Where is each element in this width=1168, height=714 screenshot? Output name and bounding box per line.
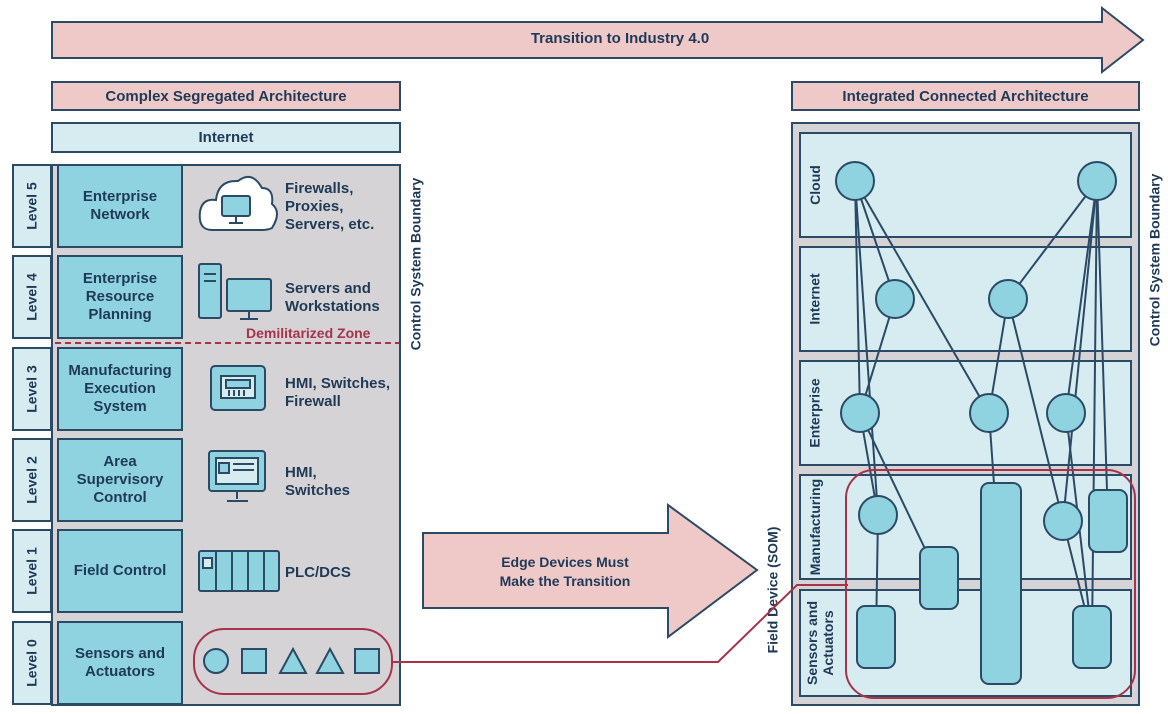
level-4-badge: Level 4 — [12, 255, 52, 339]
manufacturing-node-1 — [858, 495, 898, 535]
hmi-monitor-icon — [208, 450, 266, 502]
field-device-highlight — [845, 469, 1136, 699]
level-5-name: Enterprise Network — [57, 164, 183, 248]
level-2-name: Area Supervisory Control — [57, 438, 183, 522]
level-3-badge: Level 3 — [12, 347, 52, 431]
internet-node-2 — [988, 279, 1028, 319]
enterprise-node-3 — [1046, 393, 1086, 433]
level-4-name: Enterprise Resource Planning — [57, 255, 183, 339]
sensor-shapes-icon — [203, 646, 380, 674]
left-internet-label: Internet — [51, 122, 401, 153]
industry-arrow — [51, 5, 1145, 75]
cloud-node-2 — [1077, 161, 1117, 201]
banner-title: Transition to Industry 4.0 — [530, 30, 710, 47]
manufacturing-node-2 — [1043, 501, 1083, 541]
device-block-4 — [856, 605, 896, 669]
level-0-name: Sensors and Actuators — [57, 621, 183, 705]
cloud-computer-icon — [198, 175, 278, 231]
level-1-badge: Level 1 — [12, 529, 52, 613]
device-block-3 — [1088, 489, 1128, 553]
network-nodes — [835, 161, 1128, 685]
device-block-1 — [919, 546, 959, 610]
level-3-desc: HMI, Switches, Firewall — [285, 375, 391, 410]
left-control-panel — [51, 164, 401, 706]
device-block-5 — [1072, 605, 1112, 669]
network-port-icon — [210, 365, 266, 411]
som-connector — [392, 584, 848, 663]
level-5-badge: Level 5 — [12, 164, 52, 248]
dmz-label: Demilitarized Zone — [246, 325, 371, 341]
level-1-desc: PLC/DCS — [285, 564, 351, 581]
level-5-desc: Firewalls, Proxies, Servers, etc. — [285, 180, 375, 233]
level-3-name: Manufacturing Execution System — [57, 347, 183, 431]
server-workstation-icon — [198, 263, 272, 320]
right-architecture-title: Integrated Connected Architecture — [791, 81, 1140, 111]
enterprise-node-1 — [840, 393, 880, 433]
level-2-desc: HMI, Switches — [285, 464, 351, 499]
cloud-node-1 — [835, 161, 875, 201]
internet-node-1 — [875, 279, 915, 319]
level-4-desc: Servers and Workstations — [285, 280, 380, 315]
level-2-badge: Level 2 — [12, 438, 52, 522]
edge-devices-arrow — [422, 503, 759, 640]
left-architecture-title: Complex Segregated Architecture — [51, 81, 401, 111]
level-1-name: Field Control — [57, 529, 183, 613]
level-0-badge: Level 0 — [12, 621, 52, 705]
edge-arrow-text: Edge Devices Must Make the Transition — [499, 554, 631, 589]
plc-rack-icon — [198, 550, 280, 592]
device-block-2 — [980, 482, 1022, 685]
enterprise-node-2 — [969, 393, 1009, 433]
